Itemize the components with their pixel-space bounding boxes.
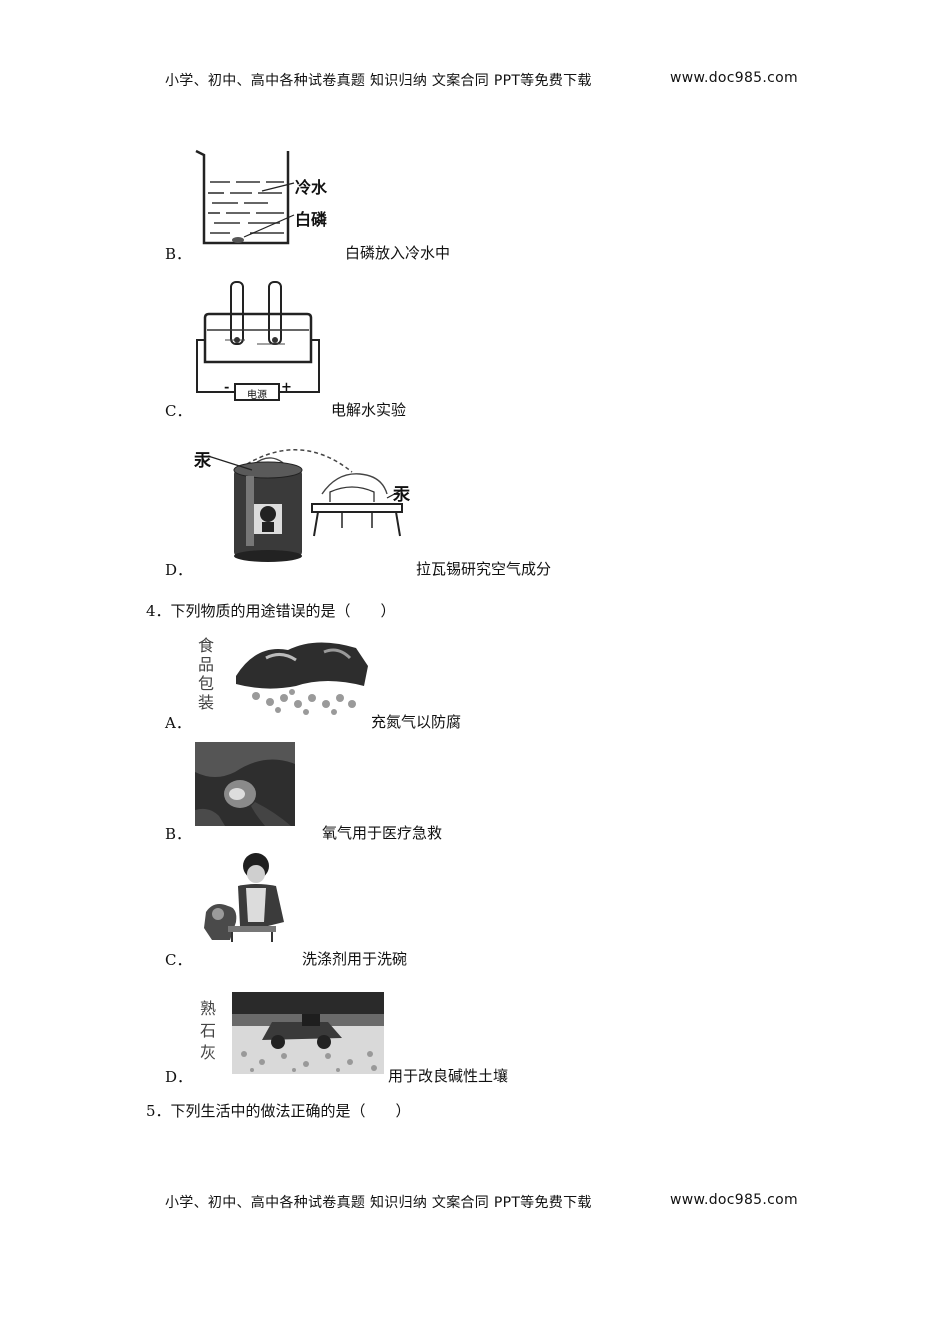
label-food-packaging: 食 品 包 装: [198, 636, 215, 712]
lavoisier-apparatus-figure: [192, 442, 417, 562]
label-power-source: 电源: [247, 390, 267, 401]
dishwashing-photo: [198, 852, 288, 944]
header-text: 小学、初中、高中各种试卷真题 知识归纳 文案合同 PPT等免费下载: [165, 73, 592, 89]
question-5-stem: 5．下列生活中的做法正确的是（ ）: [146, 1102, 411, 1120]
footer-url[interactable]: www.doc985.com: [670, 1192, 798, 1208]
option-letter-c: C．: [165, 402, 192, 420]
slaked-lime-photo: [232, 992, 384, 1074]
beaker-figure: [190, 145, 340, 250]
electrolysis-figure: [195, 280, 325, 405]
question-4-stem: 4．下列物质的用途错误的是（ ）: [146, 602, 396, 620]
label-plus: +: [281, 380, 292, 395]
label-white-phosphorus: 白磷: [295, 210, 328, 229]
option-letter-d: D．: [165, 1068, 193, 1086]
option-caption: 充氮气以防腐: [371, 713, 462, 731]
label-minus: -: [224, 380, 230, 395]
label-cold-water: 冷水: [295, 178, 328, 197]
label-slaked-lime: 熟 石 灰: [200, 999, 217, 1062]
option-caption: 氧气用于医疗急救: [322, 824, 443, 842]
option-caption: 电解水实验: [331, 401, 407, 419]
header-url[interactable]: www.doc985.com: [670, 70, 798, 86]
page-header: 小学、初中、高中各种试卷真题 知识归纳 文案合同 PPT等免费下载: [165, 70, 592, 90]
option-letter-d: D．: [165, 561, 193, 579]
oxygen-medical-photo: [195, 742, 295, 826]
label-mercury-left: 汞: [194, 451, 211, 471]
option-letter-c: C．: [165, 951, 192, 969]
option-letter-b: B．: [165, 245, 192, 263]
option-letter-b: B．: [165, 825, 192, 843]
option-caption: 洗涤剂用于洗碗: [302, 950, 408, 968]
option-letter-a: A．: [165, 714, 191, 732]
food-packaging-photo: [226, 636, 368, 716]
option-caption: 白磷放入冷水中: [345, 244, 451, 262]
option-caption: 拉瓦锡研究空气成分: [416, 560, 552, 578]
page-footer: 小学、初中、高中各种试卷真题 知识归纳 文案合同 PPT等免费下载: [165, 1192, 592, 1212]
footer-text: 小学、初中、高中各种试卷真题 知识归纳 文案合同 PPT等免费下载: [165, 1195, 592, 1211]
label-mercury-right: 汞: [393, 485, 410, 505]
option-caption: 用于改良碱性土壤: [388, 1067, 509, 1085]
